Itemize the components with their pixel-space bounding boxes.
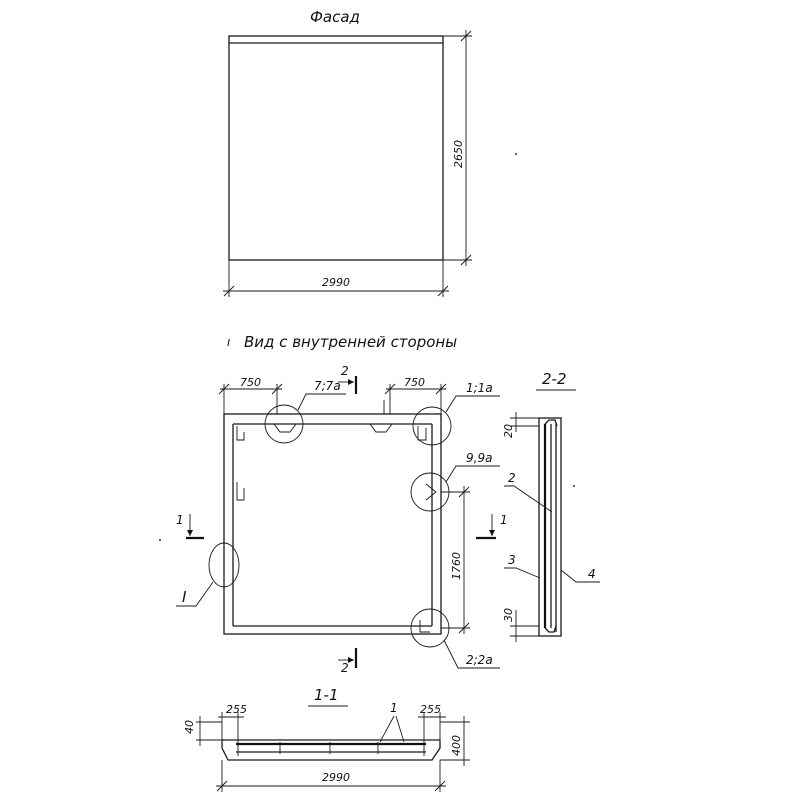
facade-title: Фасад bbox=[310, 8, 360, 26]
section-1-1-dim-height-right: 400 bbox=[450, 735, 463, 756]
section-1-1-dim-width: 2990 bbox=[322, 771, 350, 784]
callout-label-top-right: 1;1а bbox=[466, 381, 493, 395]
rib-detail-bottom-right bbox=[419, 620, 430, 633]
section-1-1-dim-right: 255 bbox=[420, 703, 441, 716]
section-2-2: 2-2 20 30 2 3 4 bbox=[502, 370, 600, 642]
section-1-1-dim-left: 255 bbox=[226, 703, 247, 716]
rib-detail-top-1 bbox=[273, 423, 297, 433]
callout-label-mid-right: 9,9а bbox=[466, 451, 492, 465]
inner-dim-left: 750 bbox=[240, 376, 261, 389]
section-1-1-dim-height-left: 40 bbox=[183, 720, 196, 734]
callout-circle-top-right bbox=[412, 406, 452, 446]
cut-left-label: 1 bbox=[176, 513, 184, 527]
rib-detail-left bbox=[236, 482, 245, 501]
section-2-2-dim-top: 20 bbox=[502, 424, 515, 438]
rib-detail-mid-right bbox=[425, 483, 437, 501]
facade-panel bbox=[228, 35, 444, 261]
section-2-2-label-2: 2 bbox=[508, 471, 516, 485]
section-1-1-title: 1-1 bbox=[314, 686, 339, 704]
section-2-2-profile bbox=[538, 417, 562, 637]
inner-panel-outer bbox=[223, 413, 442, 635]
callout-label-bottom-right: 2;2а bbox=[466, 653, 493, 667]
inner-height-text: 1760 bbox=[450, 552, 463, 580]
inner-top-dimensions: 750 750 bbox=[218, 376, 447, 414]
section-1-1: 1-1 255 255 40 400 2990 bbox=[183, 686, 470, 792]
callout-label-left: I bbox=[182, 588, 187, 606]
cut-marker-bottom: 2 bbox=[338, 648, 358, 675]
section-2-2-bottom-cap bbox=[544, 625, 557, 633]
cut-marker-right: 1 bbox=[476, 513, 508, 540]
inner-view-title: Вид с внутренней стороны bbox=[244, 333, 457, 351]
inner-dim-right: 750 bbox=[404, 376, 425, 389]
section-2-2-label-3: 3 bbox=[508, 553, 516, 567]
cut-top-label: 2 bbox=[341, 364, 349, 378]
rib-detail-top-right bbox=[417, 426, 427, 441]
section-2-2-label-4: 4 bbox=[588, 567, 596, 581]
facade-width-dimension: 2990 bbox=[223, 260, 449, 297]
facade-view: Фасад 2650 2990 bbox=[223, 8, 472, 297]
facade-width-text: 2990 bbox=[322, 276, 350, 289]
callout-ellipse-left bbox=[208, 542, 240, 588]
section-2-2-dim-bottom: 30 bbox=[502, 608, 515, 622]
cut-bottom-label: 2 bbox=[341, 661, 349, 675]
section-2-2-top-cap bbox=[544, 419, 558, 427]
rib-detail-top-left bbox=[236, 426, 245, 441]
callout-label-top-left: 7;7а bbox=[314, 379, 341, 393]
facade-height-text: 2650 bbox=[452, 140, 465, 168]
cut-marker-top: 2 bbox=[338, 364, 358, 394]
section-2-2-title: 2-2 bbox=[542, 370, 567, 388]
cut-right-label: 1 bbox=[500, 513, 508, 527]
inner-view: ı Вид с внутренней стороны 7;7а 1;1а 9,9… bbox=[176, 333, 508, 675]
inner-view-bullet: ı bbox=[227, 335, 230, 349]
callout-circle-top-left bbox=[264, 404, 304, 444]
section-1-1-label: 1 bbox=[390, 701, 398, 715]
cut-marker-left: 1 bbox=[176, 513, 204, 540]
rib-detail-top-2 bbox=[369, 423, 393, 433]
facade-height-dimension: 2650 bbox=[443, 30, 472, 266]
inner-height-dimension: 1760 bbox=[441, 486, 470, 634]
